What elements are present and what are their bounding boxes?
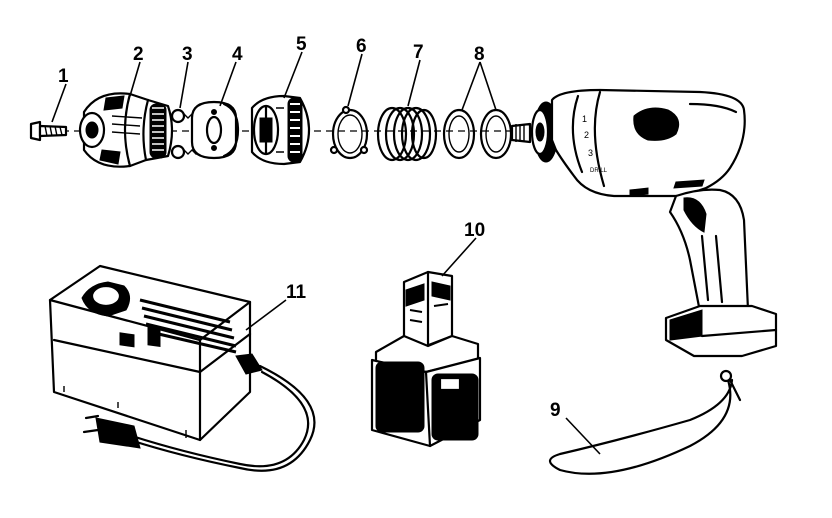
part-9-wrist-strap (548, 369, 742, 475)
callout-2: 2 (133, 44, 144, 65)
part-7-spring (376, 106, 438, 162)
clutch-setting-1: 1 (582, 114, 587, 124)
clutch-setting-2: 2 (584, 130, 589, 140)
part-2-chuck (78, 92, 174, 168)
callout-11: 11 (286, 282, 307, 303)
callout-3: 3 (182, 44, 193, 65)
callout-1: 1 (58, 66, 69, 87)
part-5-clutch-sleeve (250, 94, 310, 166)
part-11-charger (48, 264, 252, 442)
part-10-battery-pack (370, 270, 482, 448)
callout-10: 10 (464, 220, 485, 241)
callout-leaders (51, 51, 601, 455)
callout-9: 9 (550, 400, 561, 421)
clutch-setting-3: 3 (588, 148, 593, 158)
charger-power-cord (82, 353, 316, 472)
part-1-screw (29, 120, 68, 142)
clutch-setting-drill: DRILL (590, 168, 608, 174)
callout-7: 7 (413, 42, 424, 63)
callout-6: 6 (356, 36, 367, 57)
callout-8: 8 (474, 44, 485, 65)
part-4-plate (190, 100, 240, 160)
part-6-retaining-ring (329, 105, 369, 160)
callout-4: 4 (232, 44, 243, 65)
drill-body: 1 2 3 DRILL (510, 88, 778, 358)
callout-5: 5 (296, 34, 307, 55)
part-8-washers (442, 108, 513, 160)
